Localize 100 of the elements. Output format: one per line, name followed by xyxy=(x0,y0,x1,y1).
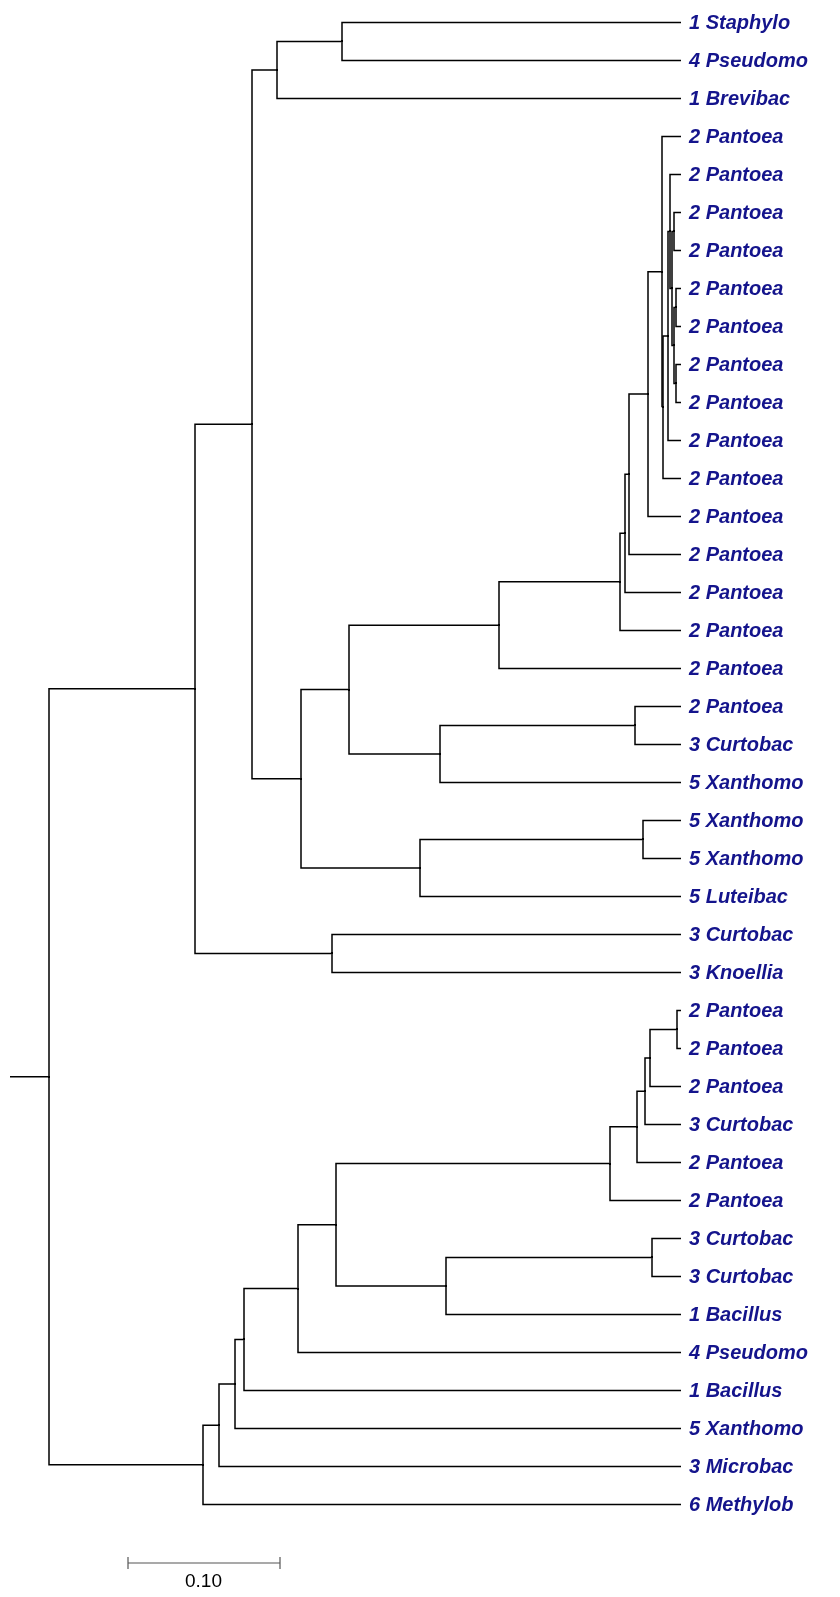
tree-branch xyxy=(619,581,682,632)
taxon-label: 2 Pantoea xyxy=(681,580,784,605)
tree-branch xyxy=(498,624,682,670)
taxon-label: 1 Bacillus xyxy=(681,1302,783,1327)
scale-value: 0.10 xyxy=(185,1570,222,1592)
tree-branch xyxy=(676,1009,682,1031)
tree-branch xyxy=(300,777,420,869)
tree-branch xyxy=(628,473,682,556)
tree-branch xyxy=(636,1126,682,1164)
tree-branch xyxy=(675,363,682,385)
tree-branch xyxy=(341,40,682,62)
taxon-label: 2 Pantoea xyxy=(681,314,784,339)
taxon-label: 2 Pantoea xyxy=(681,124,784,149)
tree-branch xyxy=(649,1057,682,1088)
taxon-label: 5 Xanthomo xyxy=(681,1416,804,1441)
tree-branch xyxy=(9,1076,49,1078)
tree-branch xyxy=(335,1224,446,1287)
taxon-label: 3 Curtobac xyxy=(681,1226,794,1251)
tree-branch xyxy=(642,819,682,841)
taxon-label: 1 Staphylo xyxy=(681,10,791,35)
tree-branch xyxy=(644,1090,682,1126)
tree-branch xyxy=(439,753,682,784)
tree-branch xyxy=(669,173,682,233)
taxon-label: 6 Methylob xyxy=(681,1492,794,1517)
tree-branch xyxy=(649,1028,677,1059)
tree-branch xyxy=(609,1162,682,1202)
tree-branch xyxy=(348,624,499,691)
tree-branch xyxy=(297,1287,682,1354)
tree-branch xyxy=(348,688,440,755)
tree-branch xyxy=(300,688,349,780)
tree-branch xyxy=(194,423,252,690)
taxon-label: 2 Pantoea xyxy=(681,1188,784,1213)
tree-branch xyxy=(644,1057,650,1092)
tree-branch xyxy=(673,211,682,233)
tree-branch xyxy=(48,1076,203,1466)
tree-branch xyxy=(297,1224,336,1290)
tree-branch xyxy=(48,688,195,1078)
tree-branch xyxy=(243,1338,682,1392)
taxon-label: 4 Pseudomo xyxy=(681,1340,808,1365)
taxon-label: 2 Pantoea xyxy=(681,694,784,719)
taxon-label: 1 Bacillus xyxy=(681,1378,783,1403)
tree-branch xyxy=(662,335,668,408)
tree-branch xyxy=(419,867,682,898)
tree-branch xyxy=(218,1424,682,1468)
tree-branch xyxy=(651,1256,682,1278)
tree-branch xyxy=(498,581,620,626)
tree-branch xyxy=(647,271,662,395)
tree-branch xyxy=(419,838,643,869)
tree-branch xyxy=(642,838,682,860)
taxon-label: 5 Xanthomo xyxy=(681,846,804,871)
taxon-label: 2 Pantoea xyxy=(681,1150,784,1175)
tree-branch xyxy=(194,688,332,955)
tree-branch xyxy=(439,724,635,755)
tree-branch xyxy=(276,40,342,71)
tree-branch xyxy=(341,21,682,43)
tree-branch xyxy=(673,306,676,347)
tree-branch xyxy=(634,705,682,727)
tree-branch xyxy=(667,230,670,337)
taxon-label: 3 Curtobac xyxy=(681,732,794,757)
tree-branch xyxy=(202,1464,682,1506)
taxon-label: 2 Pantoea xyxy=(681,998,784,1023)
tree-branch xyxy=(251,69,277,426)
taxon-label: 3 Curtobac xyxy=(681,1112,794,1137)
tree-branch xyxy=(647,393,682,518)
tree-branch xyxy=(609,1126,637,1165)
tree-branch xyxy=(673,344,676,385)
tree-branch xyxy=(331,952,682,974)
tree-branch xyxy=(202,1424,219,1466)
taxon-label: 2 Pantoea xyxy=(681,238,784,263)
tree-branch xyxy=(634,724,682,746)
taxon-label: 2 Pantoea xyxy=(681,542,784,567)
taxon-label: 2 Pantoea xyxy=(681,428,784,453)
taxon-label: 5 Xanthomo xyxy=(681,808,804,833)
taxon-label: 2 Pantoea xyxy=(681,1074,784,1099)
taxon-label: 4 Pseudomo xyxy=(681,48,808,73)
tree-branch xyxy=(667,335,682,442)
tree-branch xyxy=(671,287,674,347)
tree-branch xyxy=(636,1090,645,1128)
taxon-label: 2 Pantoea xyxy=(681,390,784,415)
taxon-label: 2 Pantoea xyxy=(681,656,784,681)
tree-branch xyxy=(675,382,682,404)
taxon-label: 5 Luteibac xyxy=(681,884,788,909)
tree-branch xyxy=(335,1162,610,1226)
taxon-label: 5 Xanthomo xyxy=(681,770,804,795)
tree-branch xyxy=(662,406,682,480)
taxon-label: 2 Pantoea xyxy=(681,504,784,529)
taxon-label: 3 Curtobac xyxy=(681,1264,794,1289)
tree-branch xyxy=(675,287,682,309)
tree-branch xyxy=(619,532,625,583)
tree-branch xyxy=(234,1338,244,1385)
taxon-label: 2 Pantoea xyxy=(681,466,784,491)
taxon-label: 2 Pantoea xyxy=(681,276,784,301)
tree-branch xyxy=(624,532,682,594)
taxon-label: 3 Knoellia xyxy=(681,960,784,985)
tree-branch xyxy=(673,230,682,252)
taxon-label: 2 Pantoea xyxy=(681,200,784,225)
taxon-label: 2 Pantoea xyxy=(681,618,784,643)
tree-branch xyxy=(445,1285,682,1316)
tree-branch xyxy=(624,473,629,535)
tree-branch xyxy=(331,933,682,955)
